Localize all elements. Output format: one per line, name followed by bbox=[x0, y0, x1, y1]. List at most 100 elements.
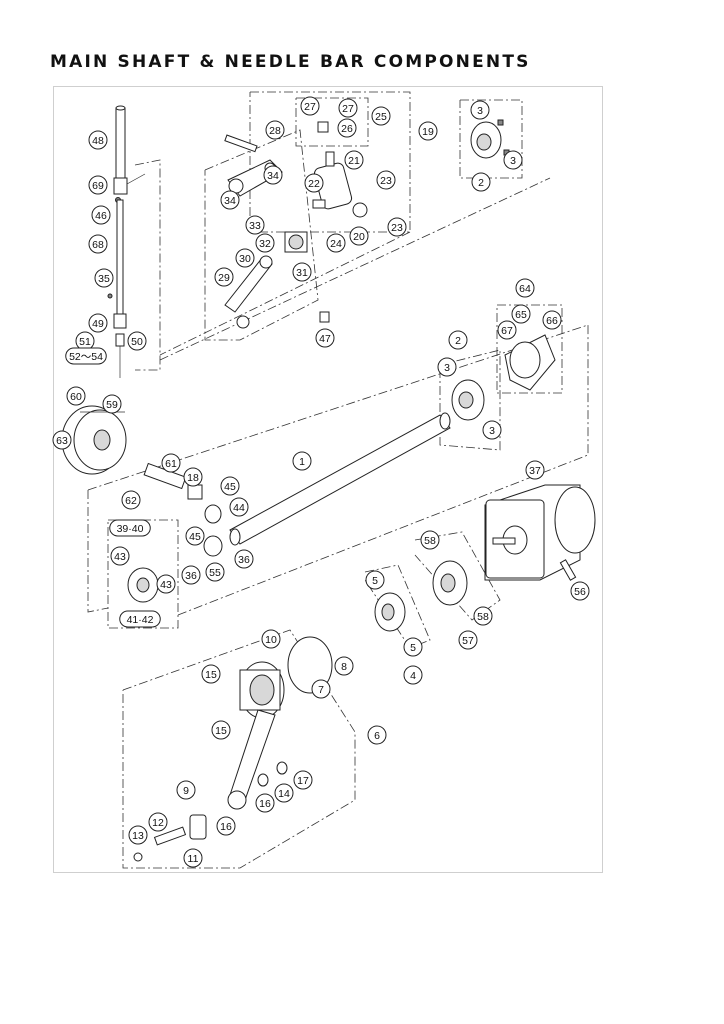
svg-text:68: 68 bbox=[92, 239, 104, 251]
boundary-needle-bar bbox=[134, 159, 161, 371]
svg-text:41·42: 41·42 bbox=[127, 614, 154, 626]
svg-text:43: 43 bbox=[160, 579, 172, 591]
svg-text:9: 9 bbox=[183, 785, 189, 797]
callout-44: 44 bbox=[229, 497, 249, 517]
svg-text:60: 60 bbox=[70, 391, 82, 403]
presser-11 bbox=[189, 814, 207, 840]
callout-65: 65 bbox=[511, 304, 531, 324]
svg-text:34: 34 bbox=[224, 195, 236, 207]
callout-61: 61 bbox=[161, 453, 181, 473]
svg-text:48: 48 bbox=[92, 135, 104, 147]
svg-text:47: 47 bbox=[319, 333, 331, 345]
diagram-frame bbox=[53, 86, 603, 873]
callout-20: 20 bbox=[349, 226, 369, 246]
callout-17: 17 bbox=[293, 770, 313, 790]
callout-21: 21 bbox=[344, 150, 364, 170]
svg-text:21: 21 bbox=[348, 155, 360, 167]
callout-5: 5 bbox=[365, 570, 385, 590]
callout-32: 32 bbox=[255, 233, 275, 253]
callout-48: 48 bbox=[88, 130, 108, 150]
callout-50: 50 bbox=[127, 331, 147, 351]
svg-text:32: 32 bbox=[259, 238, 271, 250]
spring-18 bbox=[187, 484, 203, 500]
boundary-6 bbox=[122, 629, 356, 869]
svg-text:6: 6 bbox=[374, 730, 380, 742]
main-shaft-1 bbox=[229, 412, 451, 546]
svg-text:57: 57 bbox=[462, 635, 474, 647]
svg-text:52～54: 52～54 bbox=[69, 351, 103, 363]
svg-text:36: 36 bbox=[238, 554, 250, 566]
svg-text:28: 28 bbox=[269, 125, 281, 137]
callout-36: 36 bbox=[181, 565, 201, 585]
callout-66: 66 bbox=[542, 310, 562, 330]
callout-27: 27 bbox=[300, 96, 320, 116]
thread-takeup-assembly bbox=[224, 121, 368, 329]
callout-2: 2 bbox=[471, 172, 491, 192]
svg-text:36: 36 bbox=[185, 570, 197, 582]
disk-7 bbox=[287, 636, 333, 694]
callout-24: 24 bbox=[326, 233, 346, 253]
svg-text:59: 59 bbox=[106, 399, 118, 411]
collar-44 bbox=[204, 504, 222, 524]
svg-text:1: 1 bbox=[299, 456, 305, 468]
needle-bar-holder-69 bbox=[113, 177, 128, 195]
svg-text:58: 58 bbox=[424, 535, 436, 547]
svg-text:64: 64 bbox=[519, 283, 531, 295]
callout-4: 4 bbox=[403, 665, 423, 685]
callout-68: 68 bbox=[88, 234, 108, 254]
svg-text:11: 11 bbox=[188, 853, 199, 865]
svg-text:10: 10 bbox=[265, 634, 277, 646]
svg-text:16: 16 bbox=[259, 798, 271, 810]
boundary-shaft-left bbox=[87, 490, 109, 613]
pin-26 bbox=[317, 121, 329, 133]
connecting-rod-assembly-6 bbox=[133, 636, 333, 862]
motor-37 bbox=[484, 484, 596, 581]
needle-bar-part-68 bbox=[116, 199, 124, 321]
bearing-2-top bbox=[470, 119, 510, 159]
callout-5: 5 bbox=[403, 637, 423, 657]
svg-text:14: 14 bbox=[278, 788, 290, 800]
svg-text:37: 37 bbox=[529, 465, 541, 477]
svg-text:34: 34 bbox=[267, 170, 279, 182]
svg-text:69: 69 bbox=[92, 180, 104, 192]
svg-text:7: 7 bbox=[318, 684, 324, 696]
svg-text:62: 62 bbox=[125, 495, 137, 507]
svg-text:23: 23 bbox=[391, 222, 403, 234]
callout-58: 58 bbox=[473, 606, 493, 626]
svg-text:16: 16 bbox=[220, 821, 232, 833]
svg-text:13: 13 bbox=[132, 830, 144, 842]
callout-15: 15 bbox=[211, 720, 231, 740]
svg-text:8: 8 bbox=[341, 661, 347, 673]
svg-text:3: 3 bbox=[477, 105, 483, 117]
callout-59: 59 bbox=[102, 394, 122, 414]
boundary-25 bbox=[295, 97, 369, 147]
svg-text:51: 51 bbox=[79, 336, 91, 348]
callout-3: 3 bbox=[503, 150, 523, 170]
needle-bar-part-48 bbox=[115, 107, 126, 179]
callout-46: 46 bbox=[91, 205, 111, 225]
svg-text:2: 2 bbox=[455, 335, 461, 347]
svg-text:27: 27 bbox=[304, 101, 316, 113]
callout-22: 22 bbox=[304, 173, 324, 193]
callout-12: 12 bbox=[148, 812, 168, 832]
part-47 bbox=[319, 311, 330, 323]
callout-51: 51 bbox=[75, 331, 95, 351]
svg-text:35: 35 bbox=[98, 273, 110, 285]
callout-43: 43 bbox=[156, 574, 176, 594]
svg-text:3: 3 bbox=[489, 425, 495, 437]
callout-23: 23 bbox=[387, 217, 407, 237]
svg-text:27: 27 bbox=[342, 103, 354, 115]
callout-62: 62 bbox=[121, 490, 141, 510]
svg-text:67: 67 bbox=[501, 325, 513, 337]
svg-text:63: 63 bbox=[56, 435, 68, 447]
boundary-2-mid bbox=[439, 349, 501, 451]
callout-41-42: 41·42 bbox=[119, 610, 161, 628]
callout-34: 34 bbox=[220, 190, 240, 210]
collar-55 bbox=[203, 535, 223, 557]
boundary-4 bbox=[364, 564, 431, 649]
callout-10: 10 bbox=[261, 629, 281, 649]
svg-text:24: 24 bbox=[330, 238, 342, 250]
callout-36: 36 bbox=[234, 549, 254, 569]
callout-29: 29 bbox=[214, 267, 234, 287]
